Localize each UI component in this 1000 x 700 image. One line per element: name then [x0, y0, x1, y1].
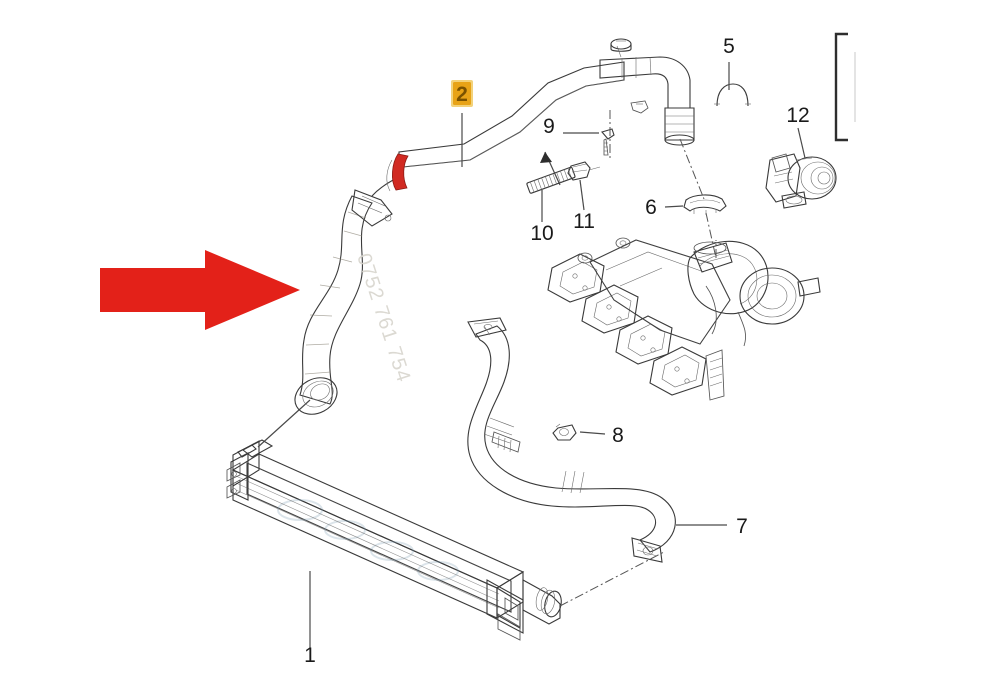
callout-label-12[interactable]: 12 — [786, 104, 809, 127]
assembly-axis-7 — [559, 551, 665, 607]
leader-line-11 — [579, 179, 585, 211]
red-pointer-arrow — [100, 250, 300, 330]
callout-label-11[interactable]: 11 — [573, 210, 595, 233]
screw-fastener[interactable] — [563, 110, 615, 160]
flexible-rubber-hose[interactable]: 0752 761 754 — [289, 175, 415, 421]
callout-label-2[interactable]: 2 — [456, 83, 468, 106]
core-surface-marking — [277, 499, 459, 581]
leader-line-8 — [579, 431, 606, 435]
callout-label-6[interactable]: 6 — [645, 196, 657, 219]
callout-label-5[interactable]: 5 — [723, 35, 735, 58]
cap-nut-top[interactable] — [610, 38, 632, 58]
red-hose-clamp[interactable] — [386, 153, 409, 192]
hose-part-number: 0752 761 754 — [352, 251, 414, 386]
callout-label-7[interactable]: 7 — [736, 515, 748, 538]
callout-highlight-2[interactable]: 2 — [451, 80, 473, 107]
right-edge-bracket — [834, 32, 856, 142]
callout-label-10[interactable]: 10 — [530, 222, 553, 245]
intercooler-charge-air-cooler[interactable] — [226, 399, 564, 648]
leader-line-hose-to-cooler — [257, 399, 311, 448]
throttle-valve-body[interactable] — [765, 127, 837, 209]
charge-air-hose-upper-pipe[interactable] — [386, 61, 625, 192]
callout-label-1[interactable]: 1 — [304, 644, 316, 667]
callout-labels: 1 2 5 6 7 8 9 10 11 12 — [304, 35, 810, 667]
leader-arrowhead — [540, 152, 552, 163]
retaining-clip-bracket[interactable] — [714, 62, 751, 107]
callout-label-8[interactable]: 8 — [612, 424, 624, 447]
spacer-bushing[interactable] — [567, 161, 601, 211]
assembly-axis-6-top — [679, 138, 705, 200]
callout-label-9[interactable]: 9 — [543, 115, 555, 138]
stud-bolt[interactable] — [526, 166, 576, 222]
upper-elbow-bellows-duct[interactable] — [599, 38, 695, 146]
grommet-nut[interactable] — [552, 423, 606, 441]
leader-line-6 — [664, 205, 684, 208]
leader-line-12 — [797, 127, 806, 159]
hose-clamp[interactable] — [664, 138, 727, 259]
assembly-axis-6-bottom — [705, 212, 717, 259]
lower-charge-air-pipe[interactable] — [467, 317, 727, 607]
turbocharger-exhaust-manifold-assembly[interactable] — [547, 237, 821, 401]
